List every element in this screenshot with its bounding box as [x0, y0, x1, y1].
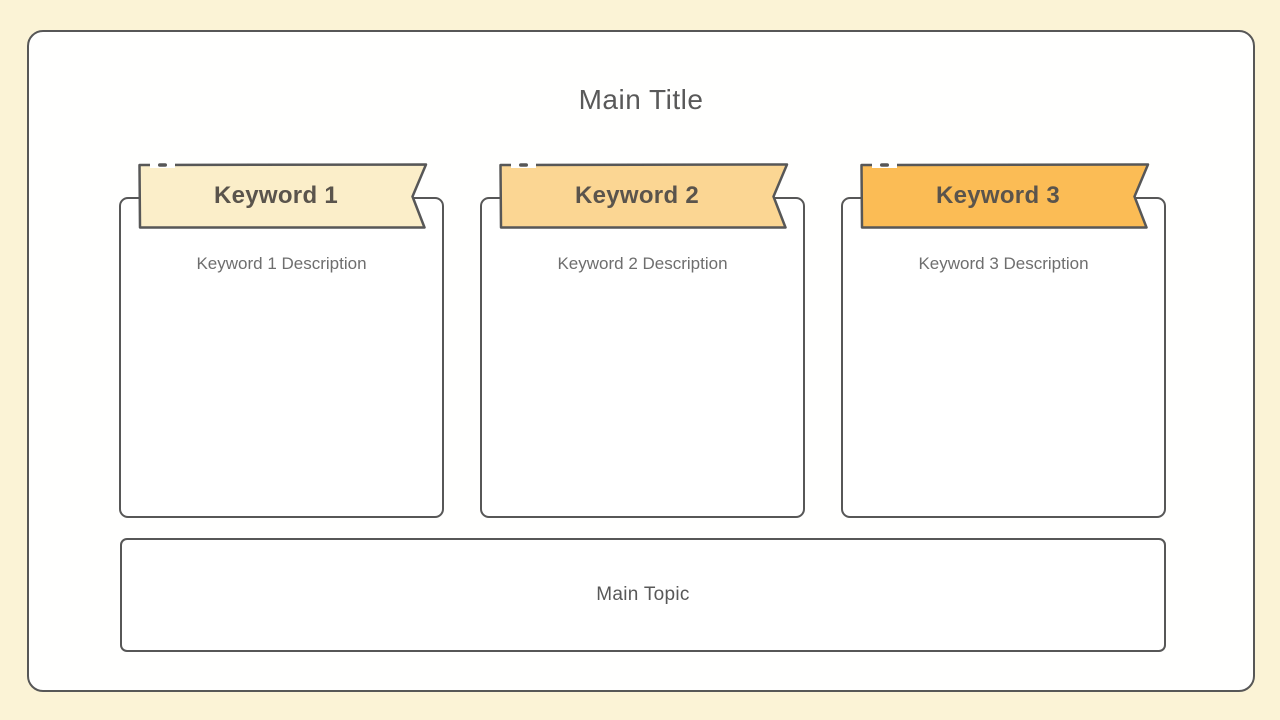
- main-topic-label: Main Topic: [596, 584, 690, 605]
- ribbon-banner-1: Keyword 1: [137, 162, 429, 230]
- sketch-tick-mark: [519, 163, 528, 167]
- sketch-tick-mark: [880, 163, 889, 167]
- keyword-description-2: Keyword 2 Description: [557, 254, 728, 273]
- keyword-card-1: Keyword 1 Description: [119, 197, 444, 518]
- keyword-card-3: Keyword 3 Description: [841, 197, 1166, 518]
- keyword-label-2: Keyword 2: [574, 182, 700, 209]
- ribbon-shape-icon: [860, 162, 1150, 229]
- main-board: Main Title Keyword 1 Description Keyword…: [27, 30, 1255, 692]
- keyword-description-1: Keyword 1 Description: [196, 254, 367, 273]
- keyword-label-3: Keyword 3: [935, 182, 1061, 209]
- ribbon-banner-2: Keyword 2: [498, 162, 790, 230]
- ribbon-shape-icon: [138, 162, 428, 229]
- ribbon-banner-3: Keyword 3: [859, 162, 1151, 230]
- page-title: Main Title: [578, 84, 704, 115]
- ribbon-shape-icon: [499, 162, 789, 229]
- keyword-card-2: Keyword 2 Description: [480, 197, 805, 518]
- main-topic-box: Main Topic: [120, 538, 1166, 652]
- sketch-tick-mark: [158, 163, 167, 167]
- keyword-description-3: Keyword 3 Description: [918, 254, 1089, 273]
- keyword-label-1: Keyword 1: [213, 182, 339, 209]
